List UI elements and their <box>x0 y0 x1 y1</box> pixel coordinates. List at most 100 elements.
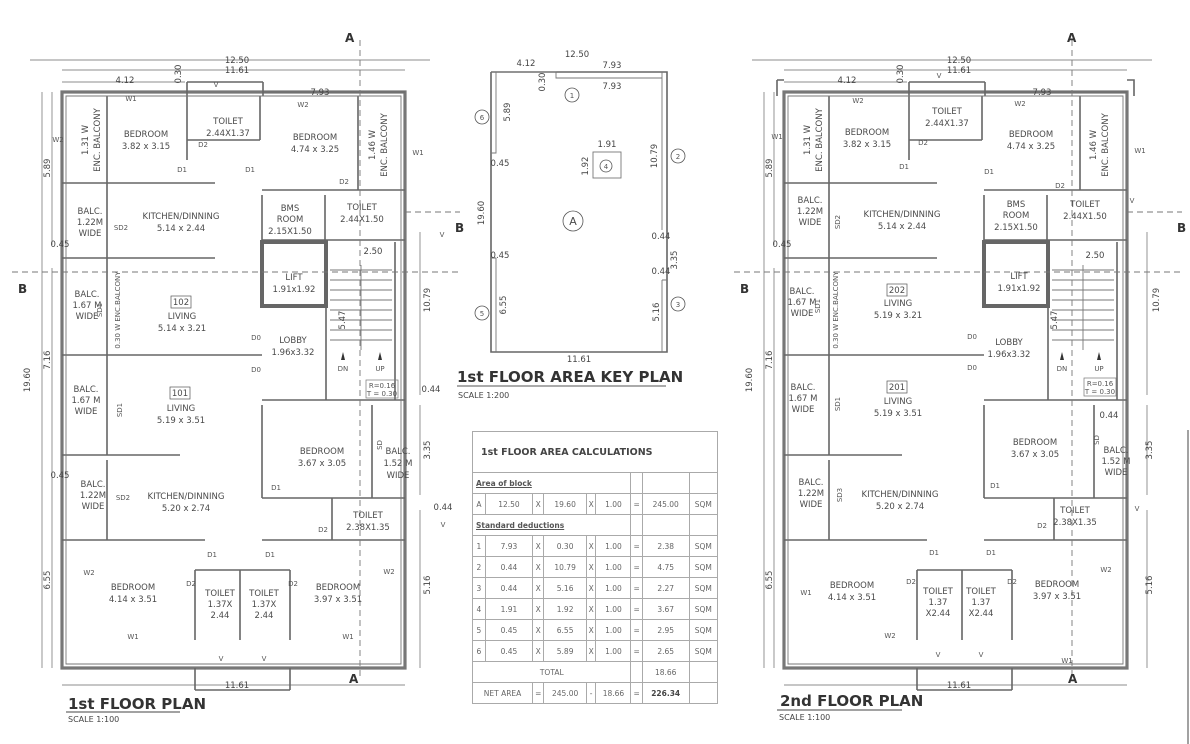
door-tag: D2 <box>918 139 928 147</box>
svg-text:X2.44: X2.44 <box>926 609 951 619</box>
svg-text:TOILET: TOILET <box>1069 200 1100 210</box>
door-tag: D1 <box>929 549 939 557</box>
svg-text:5.16: 5.16 <box>652 303 662 322</box>
svg-text:11.61: 11.61 <box>947 66 971 76</box>
room-toilet: TOILET <box>352 511 383 521</box>
svg-text:5.14 x 2.44: 5.14 x 2.44 <box>157 224 205 234</box>
svg-text:2.44X1.37: 2.44X1.37 <box>206 129 250 139</box>
unit-number: 201 <box>889 383 905 393</box>
section-marker-b-left: B <box>18 282 27 296</box>
svg-text:BALC.: BALC. <box>385 447 410 457</box>
first-floor-dimensions: 12.50 11.61 4.12 7.93 0.30 19.60 5.89 7.… <box>23 56 452 691</box>
svg-text:10.79: 10.79 <box>1152 288 1162 312</box>
svg-text:X2.44: X2.44 <box>969 609 994 619</box>
svg-text:1.96x3.32: 1.96x3.32 <box>988 350 1031 360</box>
door-tag: D0 <box>251 334 261 342</box>
svg-text:4.14 x 3.51: 4.14 x 3.51 <box>109 595 157 605</box>
svg-text:SD1: SD1 <box>116 403 124 417</box>
section-marker-a-top: A <box>345 31 355 45</box>
section-area-of-block: Area of block <box>471 472 631 494</box>
svg-text:5.89: 5.89 <box>43 159 53 178</box>
ventilator-tag: V <box>441 521 446 529</box>
svg-text:2.15X1.50: 2.15X1.50 <box>268 227 312 237</box>
svg-text:SD1: SD1 <box>814 299 822 313</box>
ventilator-tag: V <box>1135 505 1140 513</box>
svg-text:2.50: 2.50 <box>364 247 383 257</box>
room-bedroom: BEDROOM <box>845 128 889 138</box>
first-floor-tags: W1 V W2 W2 W1 D2 D1 D1 D2 SD2 V SD1 D0 D… <box>52 81 445 663</box>
room-bedroom: BEDROOM <box>316 583 360 593</box>
svg-text:5.89: 5.89 <box>765 159 775 178</box>
key-plan-labels: 12.50 4.12 7.93 7.93 0.30 5.89 0.45 19.6… <box>477 50 680 365</box>
svg-text:0.44: 0.44 <box>652 232 671 242</box>
window-tag: W1 <box>771 133 782 141</box>
svg-text:UP: UP <box>375 365 384 373</box>
svg-text:0.30 W ENC.BALCONY: 0.30 W ENC.BALCONY <box>114 271 122 349</box>
svg-text:1.67 M: 1.67 M <box>789 394 818 404</box>
svg-text:11.61: 11.61 <box>567 355 591 365</box>
room-lobby: LOBBY <box>995 338 1023 348</box>
svg-text:DN: DN <box>338 365 349 373</box>
svg-text:5.16: 5.16 <box>1145 576 1155 595</box>
svg-text:4.12: 4.12 <box>116 76 135 86</box>
svg-text:6.55: 6.55 <box>499 296 509 315</box>
svg-text:19.60: 19.60 <box>477 201 487 225</box>
svg-text:BALC.: BALC. <box>790 383 815 393</box>
svg-text:7.16: 7.16 <box>43 351 53 370</box>
door-tag: D2 <box>1007 578 1017 586</box>
svg-text:1.37: 1.37 <box>972 598 991 608</box>
room-toilet: TOILET <box>1059 506 1090 516</box>
door-tag: D2 <box>1055 182 1065 190</box>
svg-text:BALC.: BALC. <box>80 480 105 490</box>
door-tag: D1 <box>986 549 996 557</box>
svg-text:1.31 W: 1.31 W <box>81 124 91 155</box>
door-tag: D0 <box>967 333 977 341</box>
room-bedroom: BEDROOM <box>111 583 155 593</box>
svg-text:3.35: 3.35 <box>1145 441 1155 460</box>
svg-text:5.20 x 2.74: 5.20 x 2.74 <box>162 504 210 514</box>
ventilator-tag: V <box>1130 197 1135 205</box>
svg-text:1.91x1.92: 1.91x1.92 <box>273 285 316 295</box>
svg-text:BALC.: BALC. <box>789 287 814 297</box>
window-tag: W2 <box>884 632 895 640</box>
svg-text:19.60: 19.60 <box>23 368 33 392</box>
deduction-marker: 6 <box>480 114 485 122</box>
svg-text:1.46 W: 1.46 W <box>368 129 378 160</box>
svg-text:10.79: 10.79 <box>423 288 433 312</box>
section-marker-b-right: B <box>455 221 464 235</box>
svg-text:SD2: SD2 <box>834 215 842 229</box>
section-marker-b-left-2: B <box>740 282 749 296</box>
svg-text:ENC. BALCONY: ENC. BALCONY <box>380 112 390 176</box>
room-bedroom: BEDROOM <box>1013 438 1057 448</box>
svg-text:1.52 M: 1.52 M <box>384 459 413 469</box>
svg-text:BALC.: BALC. <box>798 478 823 488</box>
window-tag: W2 <box>297 101 308 109</box>
svg-text:BALC.: BALC. <box>73 385 98 395</box>
svg-text:R=0.16: R=0.16 <box>1087 380 1114 388</box>
svg-text:12.50: 12.50 <box>947 56 971 66</box>
svg-text:11.61: 11.61 <box>947 681 971 691</box>
svg-text:1.91: 1.91 <box>598 140 617 150</box>
svg-text:11.61: 11.61 <box>225 681 249 691</box>
svg-text:0.30: 0.30 <box>538 73 548 92</box>
second-floor-dimensions: 12.50 11.61 4.12 7.93 0.30 19.60 5.89 7.… <box>745 56 1162 691</box>
svg-text:2.44: 2.44 <box>255 611 274 621</box>
svg-text:BALC.: BALC. <box>797 196 822 206</box>
svg-text:TOILET: TOILET <box>248 589 279 599</box>
svg-text:3.97 x 3.51: 3.97 x 3.51 <box>314 595 362 605</box>
window-tag: W1 <box>412 149 423 157</box>
ventilator-tag: V <box>219 655 224 663</box>
svg-text:TOILET: TOILET <box>204 589 235 599</box>
svg-text:1.22M: 1.22M <box>798 489 824 499</box>
svg-text:ENC. BALCONY: ENC. BALCONY <box>815 107 825 171</box>
svg-text:BMS: BMS <box>1007 200 1026 210</box>
svg-text:4.14 x 3.51: 4.14 x 3.51 <box>828 593 876 603</box>
window-tag: W2 <box>383 568 394 576</box>
section-marker-a-bottom: A <box>349 672 359 686</box>
door-tag: D1 <box>207 551 217 559</box>
